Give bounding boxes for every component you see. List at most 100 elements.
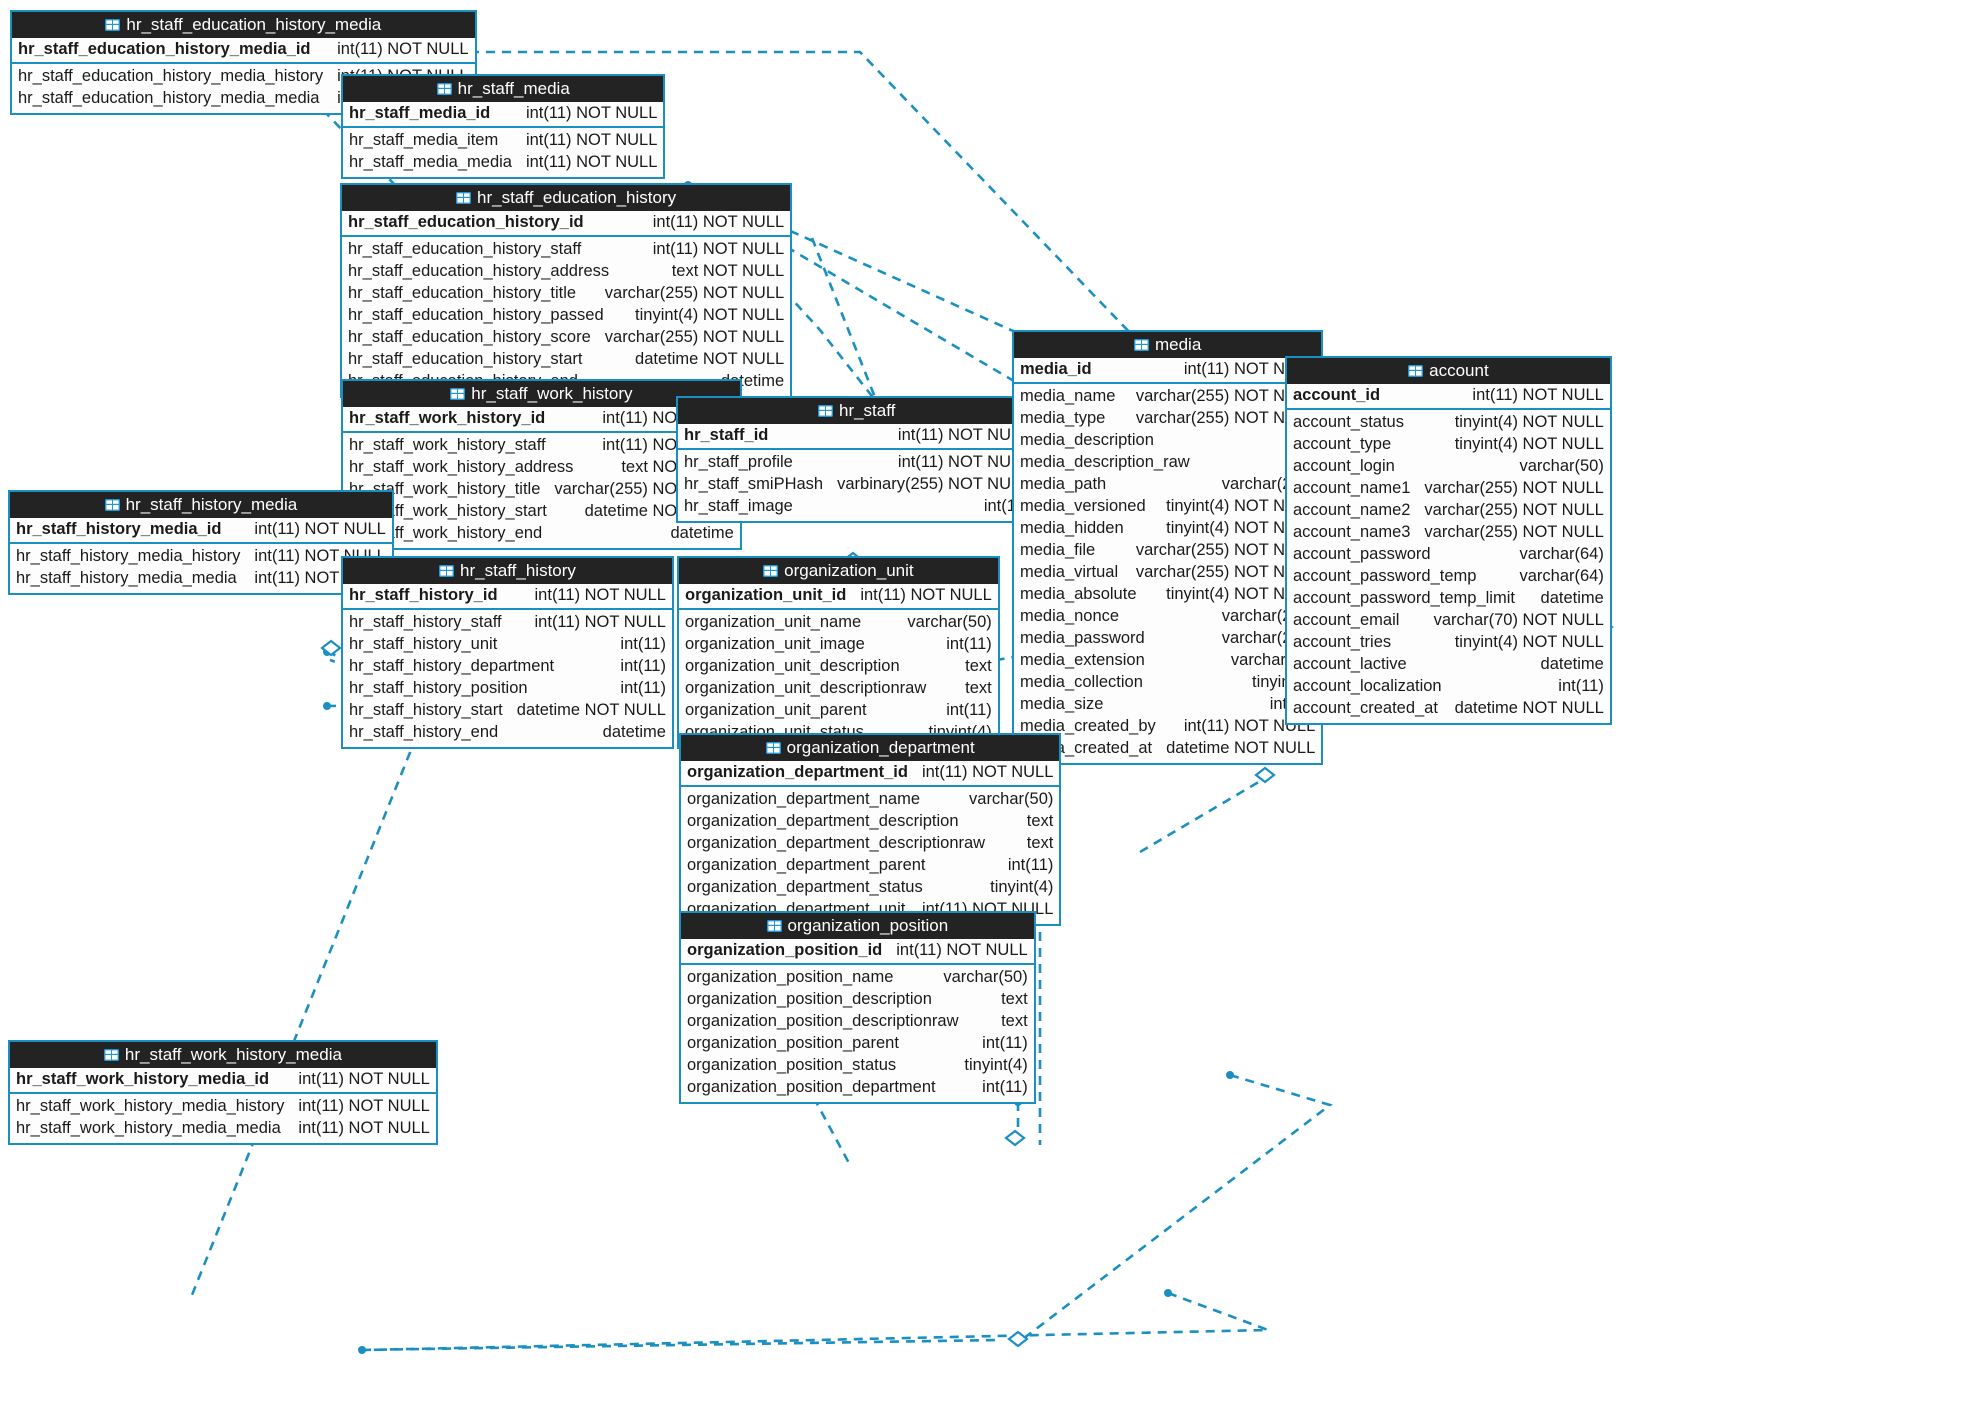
- column-row[interactable]: media_sizeint(11): [1014, 694, 1322, 716]
- column-type: int(11) NOT NULL: [534, 586, 666, 604]
- table-title: organization_unit: [784, 561, 914, 580]
- column-name: media_absolute: [1020, 585, 1137, 603]
- column-name: account_name2: [1293, 501, 1411, 519]
- column-type: varchar(64): [1519, 567, 1604, 585]
- column-name: media_nonce: [1020, 607, 1120, 625]
